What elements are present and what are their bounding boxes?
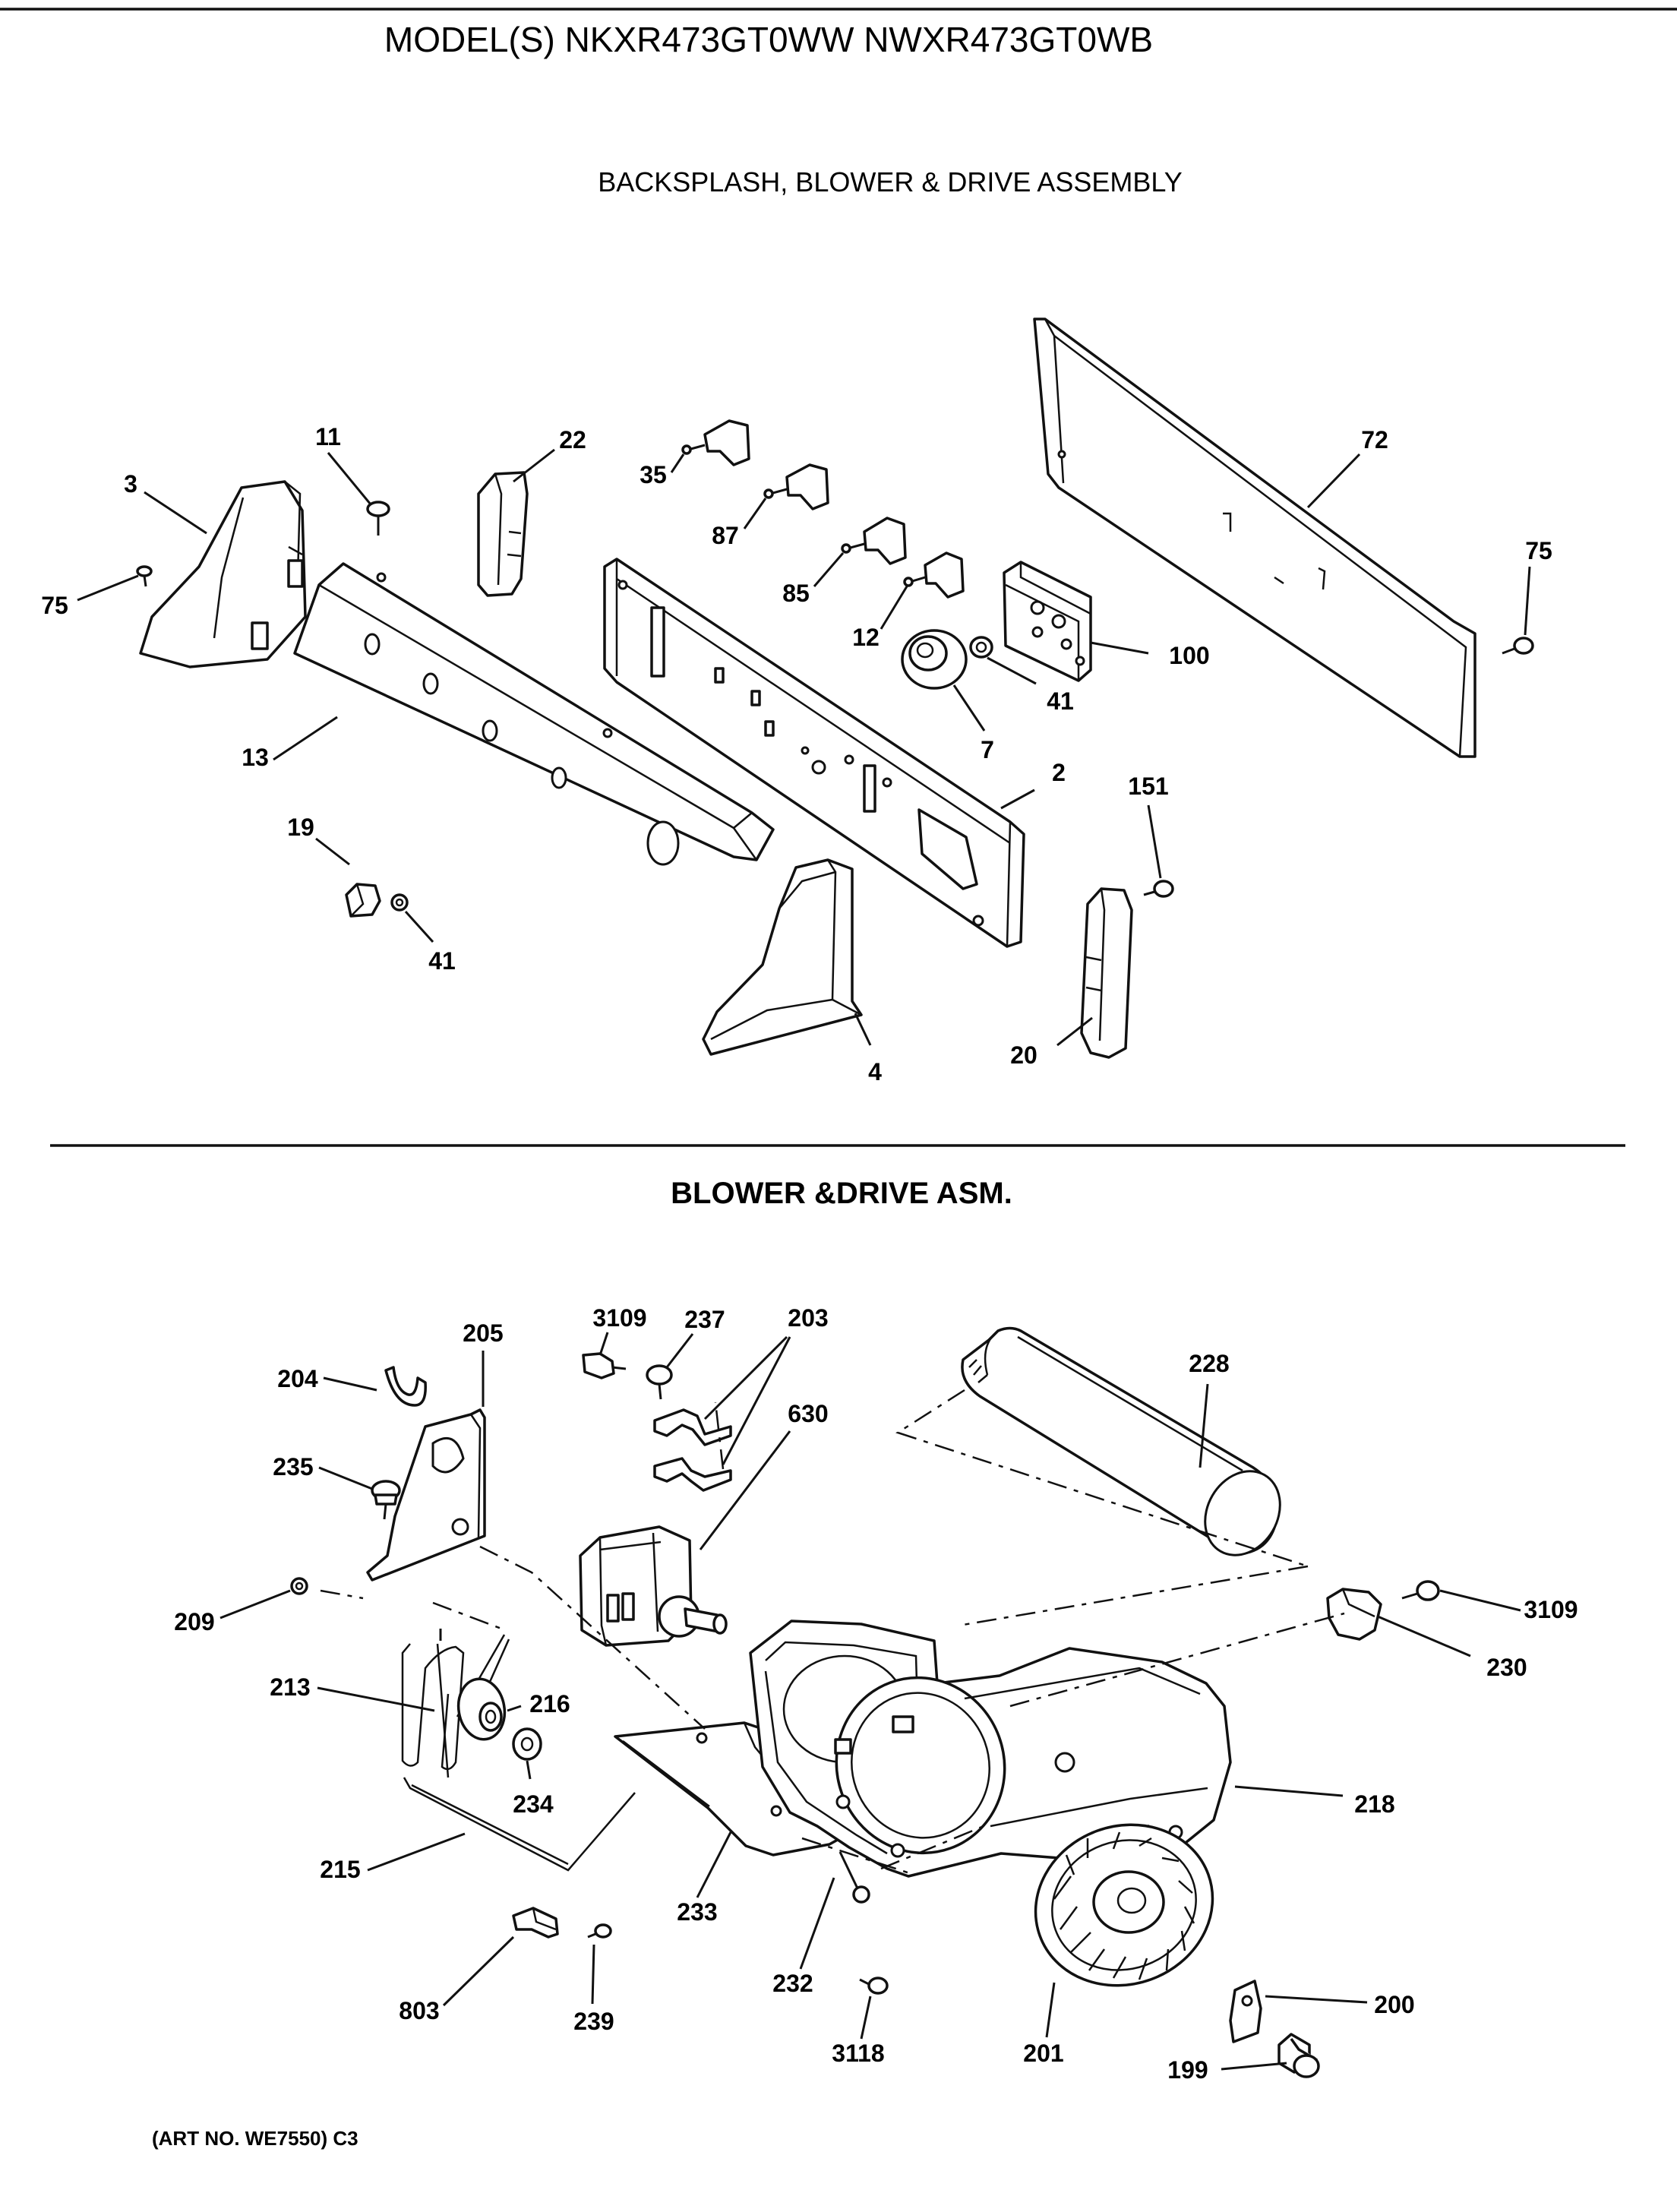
- callout-237: 237: [684, 1306, 725, 1333]
- art-number: (ART NO. WE7550) C3: [152, 2127, 358, 2150]
- callout-41-upper: 41: [1047, 687, 1074, 715]
- part-209-nut: [290, 1577, 308, 1595]
- callout-215: 215: [320, 1856, 360, 1883]
- part-12-switch: [903, 551, 965, 599]
- callout-22: 22: [559, 426, 586, 453]
- callout-72: 72: [1361, 426, 1388, 453]
- part-630-motor: [579, 1525, 728, 1647]
- model-title: MODEL(S) NKXR473GT0WW NWXR473GT0WB: [384, 20, 1153, 59]
- callout-35: 35: [640, 461, 667, 488]
- callout-3109-top: 3109: [592, 1304, 646, 1332]
- callout-209: 209: [174, 1608, 214, 1635]
- callout-233: 233: [677, 1898, 717, 1926]
- part-75-screw-left: [136, 565, 153, 587]
- callout-201: 201: [1023, 2040, 1063, 2067]
- callouts-section-1: 11 22 35 72 3 87 75 75 85 12 100 41 13 7…: [41, 423, 1552, 1085]
- part-200-bracket: [1229, 1980, 1262, 2043]
- part-204-clip: [384, 1366, 427, 1407]
- callout-13: 13: [242, 744, 269, 771]
- part-3-end-cap: [139, 480, 307, 668]
- callout-216: 216: [529, 1690, 570, 1717]
- callout-234: 234: [513, 1790, 554, 1818]
- part-3109-screw-right: [1401, 1580, 1440, 1601]
- callout-12: 12: [852, 624, 880, 651]
- callout-3: 3: [124, 470, 137, 498]
- part-239-screw: [587, 1923, 612, 1939]
- part-199-thermostat: [1277, 2033, 1320, 2078]
- part-75-screw-right: [1502, 637, 1534, 655]
- callout-630: 630: [788, 1400, 828, 1427]
- part-3109-screw-top: [582, 1352, 627, 1379]
- part-20-right-trim: [1080, 887, 1133, 1059]
- part-41-clip-upper: [969, 636, 993, 659]
- callout-230: 230: [1486, 1654, 1527, 1681]
- part-201-blower-wheel: [1034, 1823, 1214, 1987]
- part-100-timer: [1003, 561, 1092, 682]
- callout-2: 2: [1052, 759, 1066, 786]
- callout-803: 803: [399, 1997, 439, 2024]
- part-2-control-plate: [603, 558, 1025, 948]
- callout-11: 11: [315, 423, 341, 450]
- callout-151: 151: [1128, 773, 1168, 800]
- section-title-backsplash: BACKSPLASH, BLOWER & DRIVE ASSEMBLY: [598, 166, 1183, 198]
- callout-218: 218: [1354, 1790, 1394, 1818]
- callout-7: 7: [981, 736, 994, 763]
- part-72-rear-panel: [1033, 318, 1476, 758]
- callout-3109-right: 3109: [1524, 1596, 1578, 1623]
- part-7-timer-knob: [901, 629, 968, 690]
- callout-100: 100: [1169, 642, 1209, 669]
- part-218-blower-housing: [749, 1620, 1232, 1878]
- callout-213: 213: [270, 1673, 310, 1701]
- callout-3118: 3118: [832, 2040, 884, 2067]
- part-11-screw: [366, 501, 390, 536]
- callout-75-left: 75: [41, 592, 68, 619]
- part-228-duct: [961, 1326, 1281, 1556]
- part-35-switch: [681, 419, 750, 466]
- part-87-switch: [763, 463, 829, 510]
- part-237-screw: [646, 1364, 673, 1400]
- callout-204: 204: [277, 1365, 318, 1392]
- callout-205: 205: [463, 1319, 503, 1347]
- part-232-screw: [838, 1851, 870, 1904]
- callout-41-lower: 41: [428, 947, 456, 975]
- callout-75-right: 75: [1525, 537, 1552, 564]
- part-234-nut: [512, 1727, 542, 1761]
- part-13-backsplash-panel: [293, 562, 775, 866]
- part-803-clip: [512, 1907, 559, 1939]
- part-213-idler-arm: [401, 1629, 465, 1778]
- part-3118-screw: [859, 1977, 889, 1995]
- part-216-idler-pulley: [456, 1634, 510, 1741]
- part-235-screw: [371, 1480, 401, 1520]
- callout-200: 200: [1374, 1991, 1414, 2018]
- part-4-end-cap: [702, 858, 863, 1056]
- part-215-spring: [403, 1777, 636, 1872]
- part-19-knob: [345, 883, 381, 918]
- callouts-section-2: 3109 237 203 205 204 228 630 235 209 310…: [174, 1304, 1578, 2084]
- callout-199: 199: [1167, 2056, 1208, 2084]
- callout-203: 203: [788, 1304, 828, 1332]
- callout-235: 235: [273, 1453, 313, 1480]
- assembly-guide-lines: [320, 1389, 1345, 1876]
- callout-20: 20: [1010, 1041, 1037, 1069]
- part-151-screw: [1143, 880, 1174, 898]
- part-22-left-trim: [477, 471, 529, 597]
- callout-85: 85: [782, 580, 810, 607]
- section-title-blower: BLOWER &DRIVE ASM.: [671, 1177, 1012, 1210]
- callout-228: 228: [1189, 1350, 1229, 1377]
- callout-232: 232: [772, 1970, 813, 1997]
- callout-4: 4: [868, 1058, 882, 1085]
- part-230-clamp: [1326, 1588, 1382, 1641]
- callout-87: 87: [712, 522, 739, 549]
- callout-19: 19: [287, 814, 314, 841]
- part-41-clip-lower: [390, 893, 409, 912]
- part-85-switch: [841, 517, 907, 565]
- callout-239: 239: [573, 2008, 614, 2035]
- part-203-straps: [653, 1408, 732, 1492]
- part-205-bracket: [366, 1408, 486, 1582]
